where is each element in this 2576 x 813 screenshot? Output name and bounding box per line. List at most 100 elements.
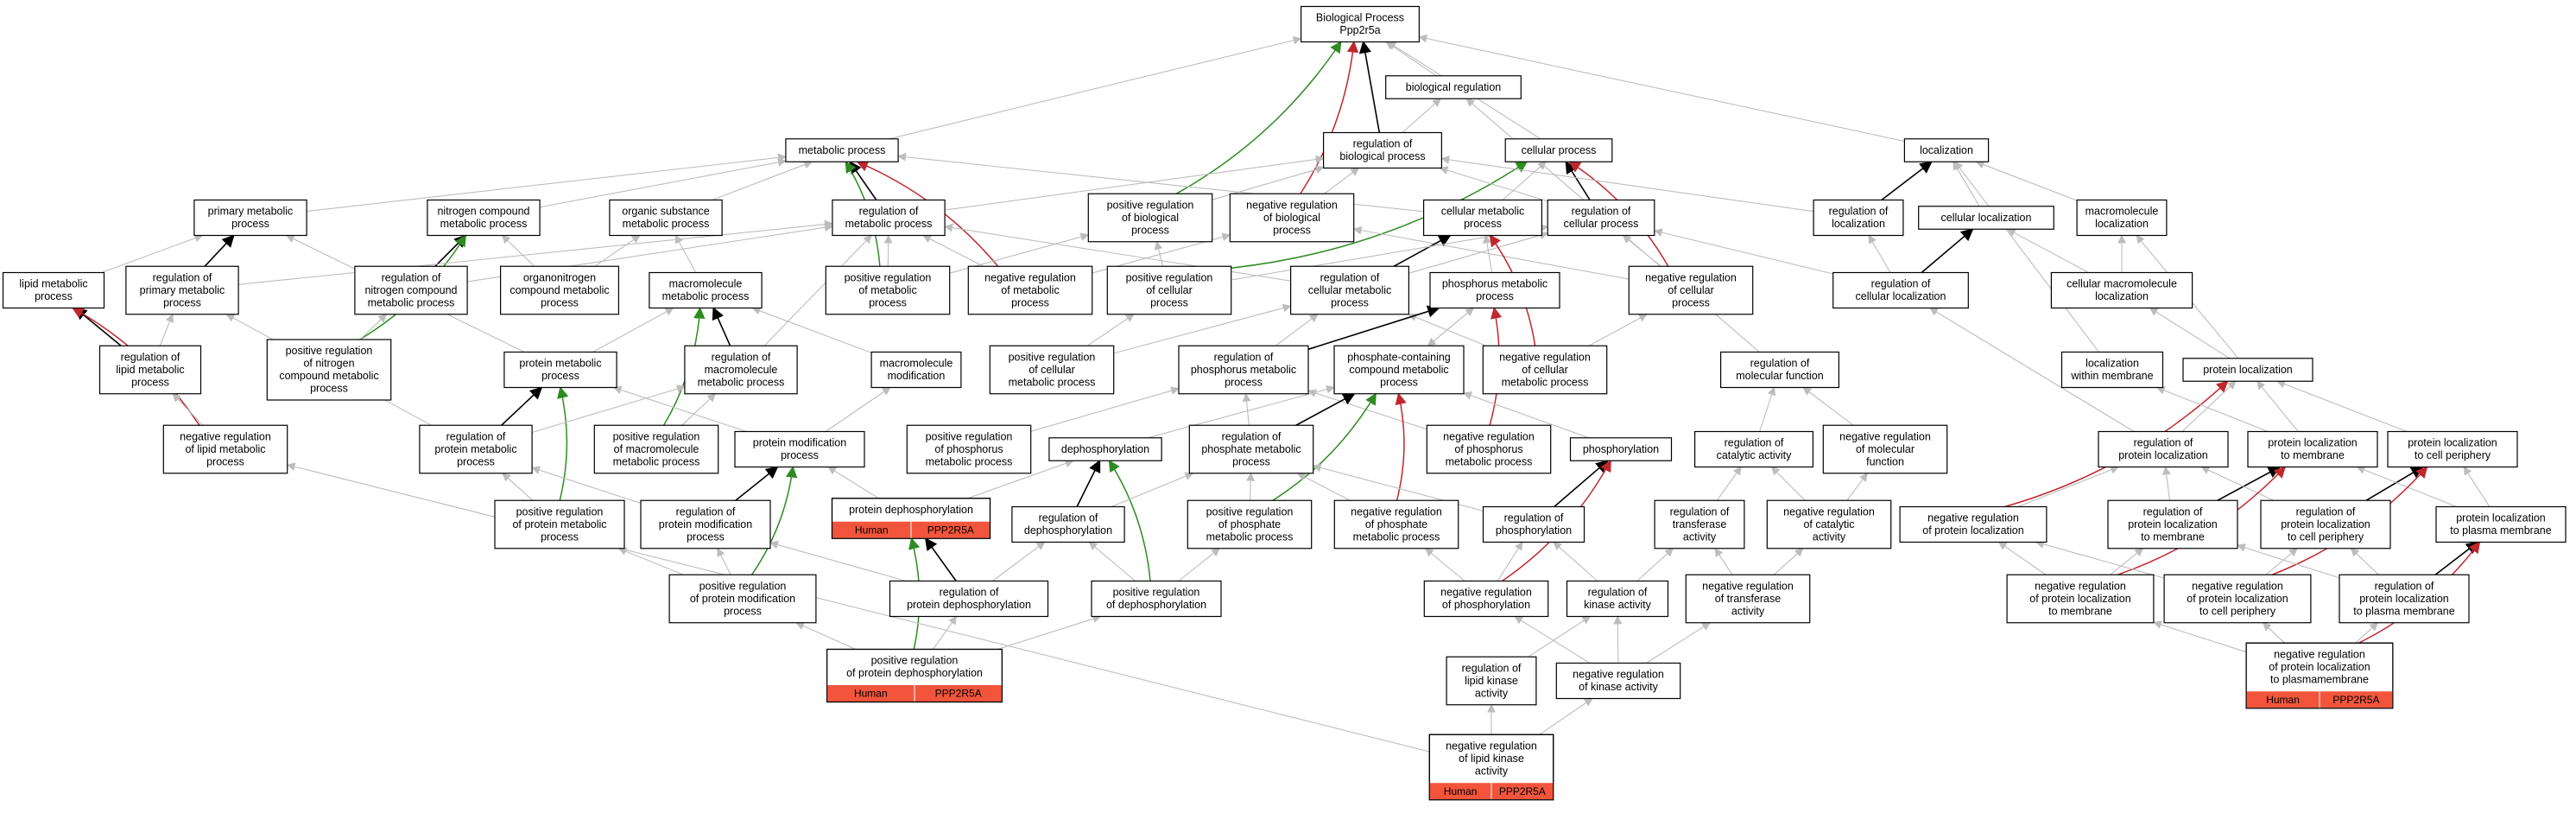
- go-term-node[interactable]: cellular localization: [1918, 206, 2054, 230]
- go-term-node[interactable]: dephosphorylation: [1048, 437, 1162, 461]
- node-label-line: regulation of: [1222, 430, 1282, 442]
- go-term-node[interactable]: localization: [1903, 138, 1990, 162]
- go-term-node[interactable]: metabolic process: [785, 138, 899, 162]
- node-box: [1229, 193, 1355, 243]
- edge-protlocpm-to-protlocmem: [2356, 466, 2457, 508]
- node-box: [193, 199, 307, 237]
- go-term-node[interactable]: phosphorylation: [1569, 437, 1673, 461]
- go-term-node[interactable]: protein localization: [2182, 358, 2313, 382]
- edge-regcellloc-to-regloc: [1868, 234, 1891, 273]
- node-label-line: negative regulation: [1440, 587, 1532, 599]
- node-box: [967, 265, 1093, 315]
- node-label-line: regulation of: [1829, 206, 1889, 218]
- node-label-line: metabolic process: [662, 290, 750, 302]
- node-label-line: of dephosphorylation: [1106, 599, 1206, 611]
- node-label-line: process: [163, 296, 201, 308]
- edge-regprotloccp-to-regprotloc: [2200, 466, 2275, 501]
- edge-reglipidkinase-to-regkinase: [1528, 615, 1592, 657]
- go-term-node[interactable]: biological regulation: [1385, 75, 1522, 99]
- edge-protloc-to-cellmacloc: [2149, 307, 2231, 359]
- go-term-node[interactable]: cellular process: [1504, 138, 1613, 162]
- edge-regprotmod-to-protmod: [735, 466, 779, 501]
- node-label-line: protein metabolic: [434, 443, 516, 455]
- node-label-line: dephosphorylation: [1024, 524, 1112, 537]
